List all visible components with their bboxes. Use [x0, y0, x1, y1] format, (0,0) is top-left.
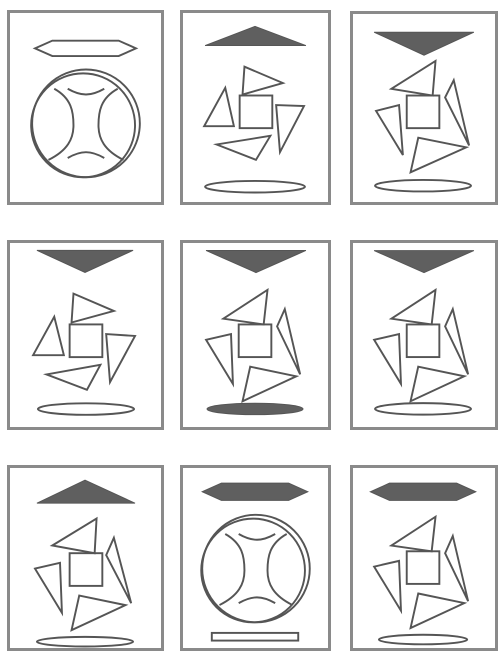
panel-6 — [350, 240, 498, 430]
hexagon-dark — [202, 483, 308, 500]
pinwheel-square — [70, 553, 103, 586]
pinwheel-triangle — [223, 290, 267, 325]
ellipse-outline — [37, 637, 133, 647]
ellipse-dark — [207, 403, 303, 415]
panel-1 — [7, 10, 164, 205]
circle-arcs — [31, 70, 140, 178]
triangle-down-dark — [206, 250, 306, 272]
pinwheel-triangle — [206, 334, 233, 384]
triangle-down-dark — [37, 250, 133, 272]
ellipse-outline — [379, 635, 467, 645]
pinwheel-triangle — [374, 561, 401, 611]
ellipse-outline — [375, 180, 471, 192]
panel-4 — [7, 240, 164, 430]
panel-2 — [180, 10, 331, 205]
pinwheel-figure — [374, 517, 468, 628]
pinwheel-triangle — [204, 88, 234, 126]
panel-3-figure — [353, 14, 495, 202]
pinwheel-triangle — [72, 596, 126, 631]
panel-3 — [350, 11, 498, 205]
pinwheel-triangle — [391, 517, 435, 552]
pinwheel-triangle — [106, 334, 135, 382]
circle-arcs — [201, 515, 310, 623]
panel-8 — [180, 465, 331, 651]
panel-7-figure — [10, 468, 161, 648]
pinwheel-square — [407, 551, 440, 584]
panel-9-figure — [353, 468, 495, 648]
pinwheel-figure — [204, 67, 304, 160]
pinwheel-triangle — [35, 563, 62, 613]
panel-5-figure — [183, 243, 328, 427]
ellipse-outline — [38, 403, 134, 415]
hexagon-outline — [35, 41, 136, 56]
pinwheel-triangle — [47, 365, 101, 390]
pinwheel-triangle — [277, 309, 300, 374]
pinwheel-square — [239, 324, 272, 357]
ellipse-outline — [375, 403, 471, 415]
pinwheel-triangle — [52, 519, 96, 554]
pinwheel-square — [407, 324, 440, 357]
pinwheel-triangle — [33, 317, 64, 355]
panel-9 — [350, 465, 498, 651]
pinwheel-triangle — [445, 536, 468, 601]
pinwheel-square — [407, 96, 440, 129]
pinwheel-figure — [376, 61, 469, 172]
triangle-up-dark — [205, 26, 306, 45]
hexagon-dark — [370, 483, 476, 500]
pinwheel-triangle — [411, 367, 465, 402]
panel-4-figure — [10, 243, 161, 427]
pinwheel-triangle — [276, 105, 304, 152]
pinwheel-triangle — [72, 294, 114, 323]
panel-8-figure — [183, 468, 328, 648]
rect-outline — [212, 633, 298, 641]
pinwheel-triangle — [445, 80, 469, 145]
pinwheel-square — [70, 324, 103, 357]
pinwheel-triangle — [243, 367, 297, 402]
triangle-down-dark — [374, 251, 474, 273]
pinwheel-triangle — [217, 136, 271, 160]
panel-2-figure — [183, 13, 328, 202]
triangle-up-dark — [37, 480, 135, 503]
panel-5 — [180, 240, 331, 430]
pinwheel-triangle — [391, 61, 435, 96]
pinwheel-triangle — [374, 334, 401, 384]
pinwheel-triangle — [106, 538, 131, 603]
pinwheel-figure — [374, 290, 468, 401]
pinwheel-triangle — [411, 594, 465, 629]
triangle-down-dark — [374, 32, 474, 55]
pinwheel-figure — [33, 294, 135, 390]
pinwheel-square — [240, 95, 273, 128]
pinwheel-figure — [35, 519, 131, 631]
pinwheel-triangle — [376, 105, 403, 155]
panel-1-figure — [10, 13, 161, 202]
panel-7 — [7, 465, 164, 651]
pinwheel-triangle — [411, 138, 467, 173]
pinwheel-triangle — [391, 290, 435, 325]
pinwheel-triangle — [445, 309, 468, 374]
ellipse-outline — [205, 181, 305, 193]
pinwheel-triangle — [243, 67, 283, 95]
pinwheel-figure — [206, 290, 300, 401]
panel-6-figure — [353, 243, 495, 427]
